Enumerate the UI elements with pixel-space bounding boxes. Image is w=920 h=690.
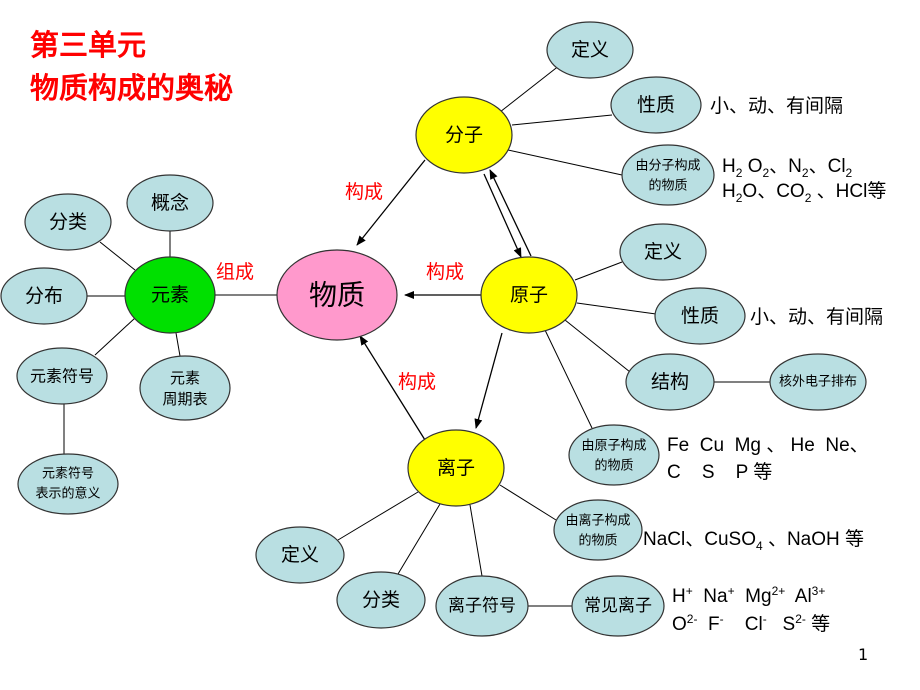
title-line2: 物质构成的奥秘 [30, 71, 233, 105]
node-molecule: 分子 [415, 96, 513, 174]
svg-text:的物质: 的物质 [594, 458, 633, 474]
label-ion-compose: 构成 [398, 371, 436, 393]
svg-text:分布: 分布 [25, 285, 63, 307]
svg-text:离子符号: 离子符号 [448, 596, 516, 616]
svg-text:分子: 分子 [445, 124, 483, 146]
svg-text:原子: 原子 [510, 284, 548, 306]
node-molecule-definition: 定义 [546, 21, 634, 79]
label-element-compose: 组成 [216, 261, 254, 283]
svg-text:定义: 定义 [644, 241, 682, 263]
node-atom: 原子 [480, 256, 578, 334]
arrow-atom-to-ion [474, 332, 503, 429]
svg-text:元素符号: 元素符号 [30, 367, 94, 386]
common-ions-line2: O2- F- Cl- S2- 等 [672, 612, 830, 635]
svg-text:元素: 元素 [170, 369, 200, 387]
arrow-atom-to-molecule [489, 169, 532, 257]
label-atom-compose: 构成 [426, 261, 464, 283]
svg-text:的物质: 的物质 [648, 178, 687, 194]
svg-text:定义: 定义 [571, 39, 609, 61]
node-electron-arrangement: 核外电子排布 [769, 353, 867, 411]
node-molecule-property: 性质 [610, 76, 702, 134]
svg-text:周期表: 周期表 [162, 390, 207, 408]
atom-examples-line2: C S P 等 [667, 461, 772, 483]
arrow-molecule-to-matter [356, 159, 426, 246]
svg-text:由分子构成: 由分子构成 [635, 159, 700, 174]
svg-text:分类: 分类 [49, 211, 87, 233]
node-ion-definition: 定义 [255, 526, 345, 584]
page-number: 1 [858, 645, 868, 664]
node-element-symbol: 元素符号 [16, 347, 108, 405]
node-atom-substance: 由原子构成 的物质 [568, 424, 660, 486]
svg-text:分类: 分类 [362, 589, 400, 611]
svg-text:性质: 性质 [637, 94, 675, 116]
node-matter: 物质 [276, 249, 398, 341]
svg-text:由原子构成: 由原子构成 [581, 439, 646, 454]
svg-text:性质: 性质 [681, 305, 719, 327]
node-common-ions: 常见离子 [571, 575, 665, 637]
node-atom-structure: 结构 [625, 353, 715, 411]
arrow-molecule-to-atom [483, 173, 522, 258]
node-element-distribution: 分布 [0, 267, 88, 325]
atom-property-text: 小、动、有间隔 [750, 306, 883, 328]
svg-text:概念: 概念 [151, 191, 189, 214]
svg-text:由离子构成: 由离子构成 [565, 513, 630, 529]
common-ions-line1: H+ Na+ Mg2+ Al3+ [672, 584, 825, 607]
svg-text:定义: 定义 [281, 544, 319, 566]
molecule-examples-line1: H2 O2、N2、Cl2 [722, 156, 853, 180]
svg-text:核外电子排布: 核外电子排布 [779, 375, 857, 390]
svg-text:元素符号: 元素符号 [42, 466, 94, 482]
node-element-classify: 分类 [24, 193, 112, 251]
svg-text:物质: 物质 [309, 279, 365, 312]
ion-substance-examples: NaCl、CuSO4 、NaOH 等 [643, 528, 864, 553]
svg-text:表示的意义: 表示的意义 [35, 486, 100, 502]
node-ion: 离子 [407, 429, 505, 507]
node-element: 元素 [124, 256, 216, 334]
svg-text:元素: 元素 [151, 284, 189, 306]
svg-text:常见离子: 常见离子 [584, 596, 652, 616]
svg-text:离子: 离子 [437, 457, 475, 479]
atom-examples-line1: Fe Cu Mg 、 He Ne、 [667, 435, 869, 456]
node-element-concept: 概念 [126, 174, 214, 232]
node-ion-symbol: 离子符号 [435, 575, 529, 637]
arrow-ion-to-matter [359, 335, 426, 441]
arrows [356, 159, 532, 441]
molecule-property-text: 小、动、有间隔 [710, 95, 843, 117]
label-molecule-compose: 构成 [345, 181, 383, 203]
node-atom-property: 性质 [654, 287, 746, 345]
node-atom-definition: 定义 [619, 223, 707, 281]
node-periodic-table: 元素 周期表 [139, 355, 231, 421]
svg-text:结构: 结构 [651, 371, 689, 393]
node-ion-substance: 由离子构成 的物质 [553, 499, 643, 561]
title-line1: 第三单元 [30, 28, 146, 62]
molecule-examples-line2: H2O、CO2 、HCl等 [722, 180, 886, 205]
node-ion-classify: 分类 [336, 571, 426, 629]
node-molecule-substance: 由分子构成 的物质 [621, 144, 715, 206]
connectors [63, 64, 770, 607]
svg-text:的物质: 的物质 [578, 533, 617, 549]
node-symbol-meaning: 元素符号 表示的意义 [17, 453, 119, 515]
